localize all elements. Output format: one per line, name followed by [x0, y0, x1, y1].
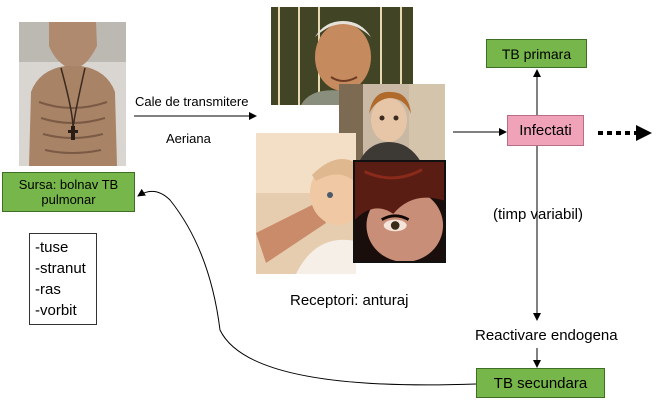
source-box: Sursa: bolnav TB pulmonar	[2, 172, 135, 212]
reactivation-label: Reactivare endogena	[475, 327, 618, 344]
transmission-route-title: Cale de transmitere	[135, 94, 249, 109]
patient-photo	[19, 22, 126, 166]
secondary-tb-box: TB secundara	[476, 368, 605, 398]
time-label: (timp variabil)	[493, 206, 584, 223]
symptom-item: -stranut	[35, 260, 86, 277]
primary-tb-label: TB primara	[501, 45, 572, 62]
woman-eye-photo	[353, 160, 446, 263]
symptom-item: -ras	[35, 281, 61, 298]
young-woman-photo	[339, 84, 445, 162]
infected-box: Infectati	[507, 115, 584, 146]
source-box-label: Sursa: bolnav TB pulmonar	[18, 177, 119, 207]
symptom-item: -tuse	[35, 239, 69, 256]
symptoms-list: -tuse -stranut -ras -vorbit	[29, 233, 97, 325]
infected-label: Infectati	[519, 122, 572, 139]
transmission-route-value: Aeriana	[166, 131, 211, 146]
symptom-item: -vorbit	[35, 302, 77, 319]
receptors-label: Receptori: anturaj	[290, 292, 409, 309]
primary-tb-box: TB primara	[486, 39, 587, 68]
secondary-tb-label: TB secundara	[493, 374, 588, 392]
baby-photo	[256, 133, 356, 274]
